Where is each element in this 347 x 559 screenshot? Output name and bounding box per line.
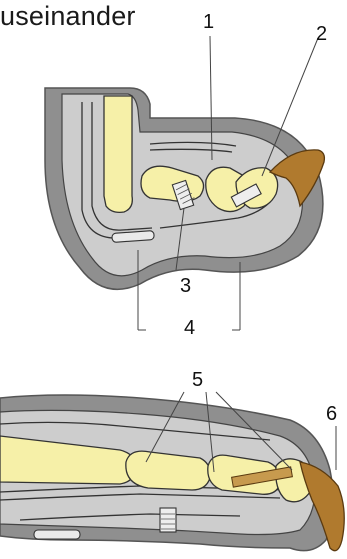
pad-bottom (34, 530, 80, 539)
label-1: 1 (203, 11, 214, 33)
label-6: 6 (326, 403, 337, 425)
ligament-bottom-2 (160, 508, 176, 532)
bone-metacarpal-top (104, 96, 132, 212)
paw-extended: 5 6 (0, 369, 344, 551)
label-5: 5 (192, 369, 203, 391)
paw-retracted: 1 2 3 4 (45, 11, 327, 339)
label-4: 4 (184, 317, 195, 339)
label-3: 3 (180, 275, 191, 297)
label-2: 2 (316, 23, 327, 45)
